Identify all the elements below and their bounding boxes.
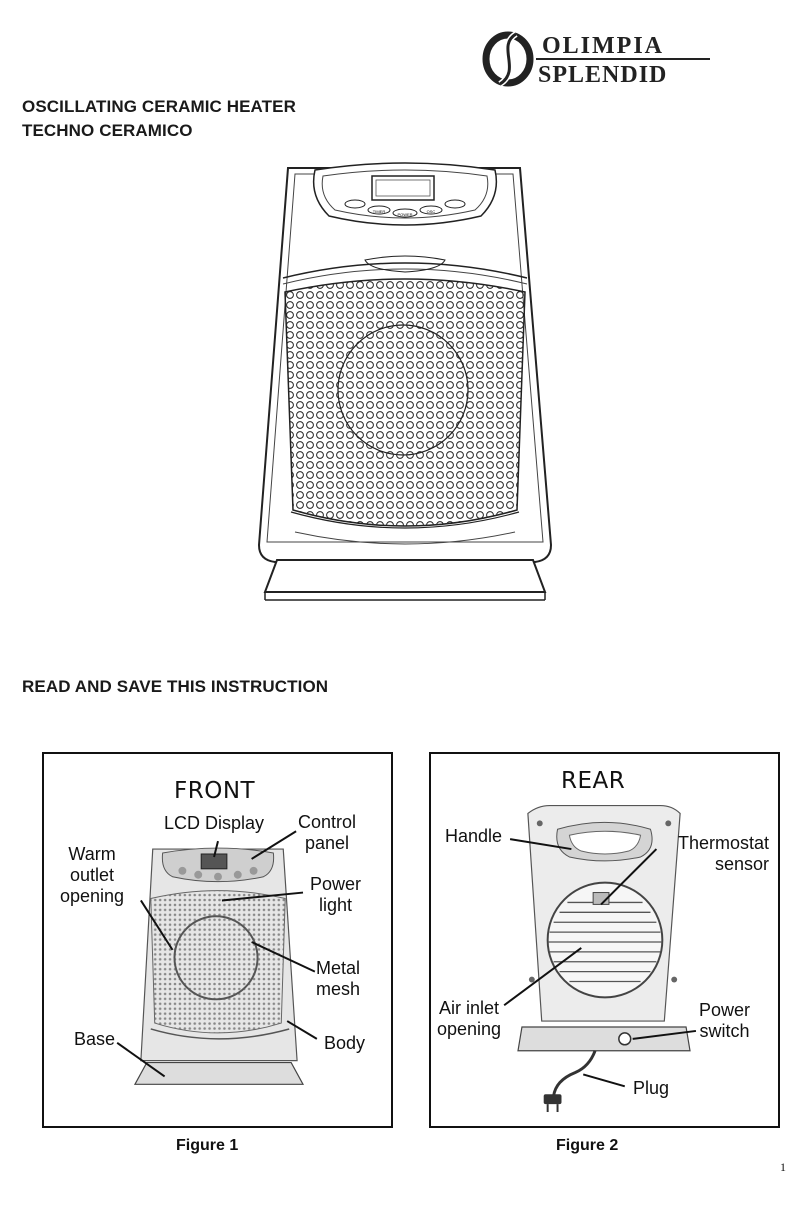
callout-lcd-display: LCD Display: [164, 813, 265, 833]
document-subtitle: TECHNO CERAMICO: [22, 121, 193, 140]
brand-logo: OLIMPIA SPLENDID: [478, 26, 716, 92]
callout-handle: Handle: [445, 826, 503, 846]
callout-power-switch: Power switch: [699, 1000, 751, 1041]
read-save-notice: READ AND SAVE THIS INSTRUCTION: [22, 677, 329, 696]
panel-label-timer: TIMER: [373, 209, 386, 214]
figure-1-title: FRONT: [174, 778, 256, 804]
brand-line2: SPLENDID: [538, 62, 667, 88]
document-title: OSCILLATING CERAMIC HEATER: [22, 97, 296, 116]
figure-2-rear: REAR Handle Thermostat sensor Air inlet …: [429, 752, 780, 1128]
page-number: 1: [780, 1160, 786, 1174]
callout-base: Base: [74, 1029, 116, 1049]
figure-2-caption: Figure 2: [556, 1137, 619, 1154]
panel-label-power: POWER: [397, 212, 412, 217]
callout-power-light: Power light: [310, 874, 362, 915]
heater-front-illustration: POWER OSC TIMER: [255, 160, 555, 620]
callout-plug: Plug: [633, 1078, 670, 1098]
callout-thermostat-sensor: Thermostat sensor: [677, 833, 769, 874]
brand-line1: OLIMPIA: [542, 33, 664, 59]
figure-1-caption: Figure 1: [176, 1137, 239, 1154]
olimpia-splendid-logo-icon: OLIMPIA SPLENDID: [482, 31, 710, 88]
figure-1-front: FRONT LCD Display Control panel Warm out…: [42, 752, 393, 1128]
panel-label-osc: OSC: [427, 209, 436, 214]
figure-2-title: REAR: [561, 768, 626, 794]
callout-body: Body: [324, 1033, 366, 1053]
callout-air-inlet-opening: Air inlet opening: [437, 998, 502, 1039]
callout-metal-mesh: Metal mesh: [316, 958, 361, 999]
callout-warm-outlet-opening: Warm outlet opening: [60, 844, 125, 906]
callout-control-panel: Control panel: [298, 812, 357, 853]
